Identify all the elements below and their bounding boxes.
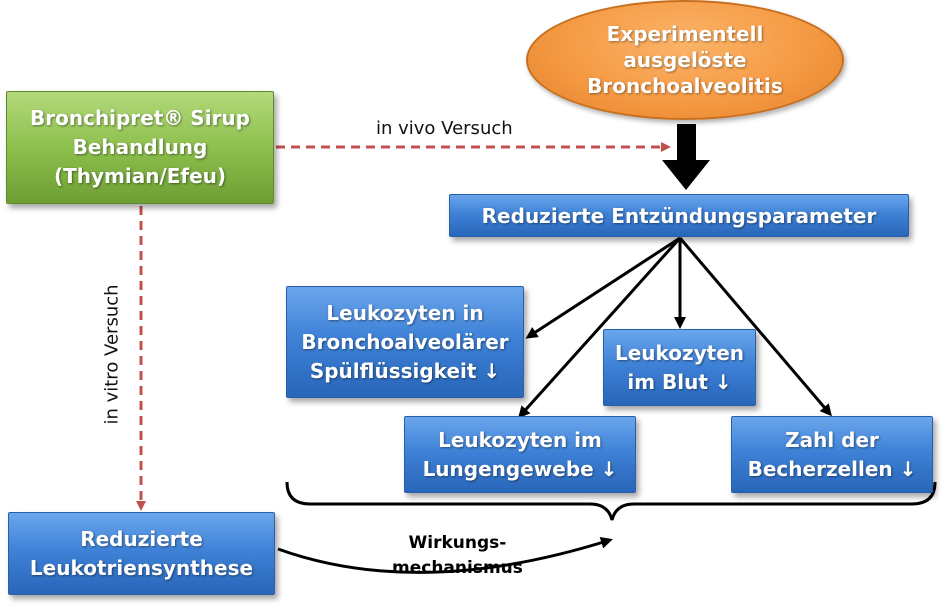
node-leukozyten-lunge: Leukozyten im Lungengewebe ↓ <box>404 416 636 493</box>
node-leukozyten-bal: Leukozyten in Bronchoalveolärer Spülflüs… <box>286 286 524 398</box>
cause-arrow <box>662 124 710 190</box>
node-bronchipret-behandlung: Bronchipret® Sirup Behandlung (Thymian/E… <box>6 91 274 204</box>
node-becherzellen: Zahl der Becherzellen ↓ <box>731 416 933 493</box>
node-reduzierte-leukotriensynthese: Reduzierte Leukotriensynthese <box>8 512 275 595</box>
node-leukozyten-blut: Leukozyten im Blut ↓ <box>603 329 756 406</box>
node-experimentell-bronchoalveolitis: Experimentell ausgelöste Bronchoalveolit… <box>526 0 844 120</box>
label-in-vitro: in vitro Versuch <box>101 284 123 425</box>
outcome-brace <box>285 481 937 521</box>
fan-arrows <box>517 236 832 419</box>
label-in-vivo: in vivo Versuch <box>376 118 513 139</box>
arrow-to-leukozyten-bal <box>525 236 681 339</box>
arrow-to-leukozyten-lunge <box>517 236 682 419</box>
node-reduzierte-entzuendungsparameter: Reduzierte Entzündungsparameter <box>449 194 909 237</box>
label-wirkungsmechanismus: Wirkungs- mechanismus <box>392 533 523 578</box>
arrow-to-becherzellen <box>678 237 832 417</box>
mechanism-arrow <box>277 536 613 574</box>
